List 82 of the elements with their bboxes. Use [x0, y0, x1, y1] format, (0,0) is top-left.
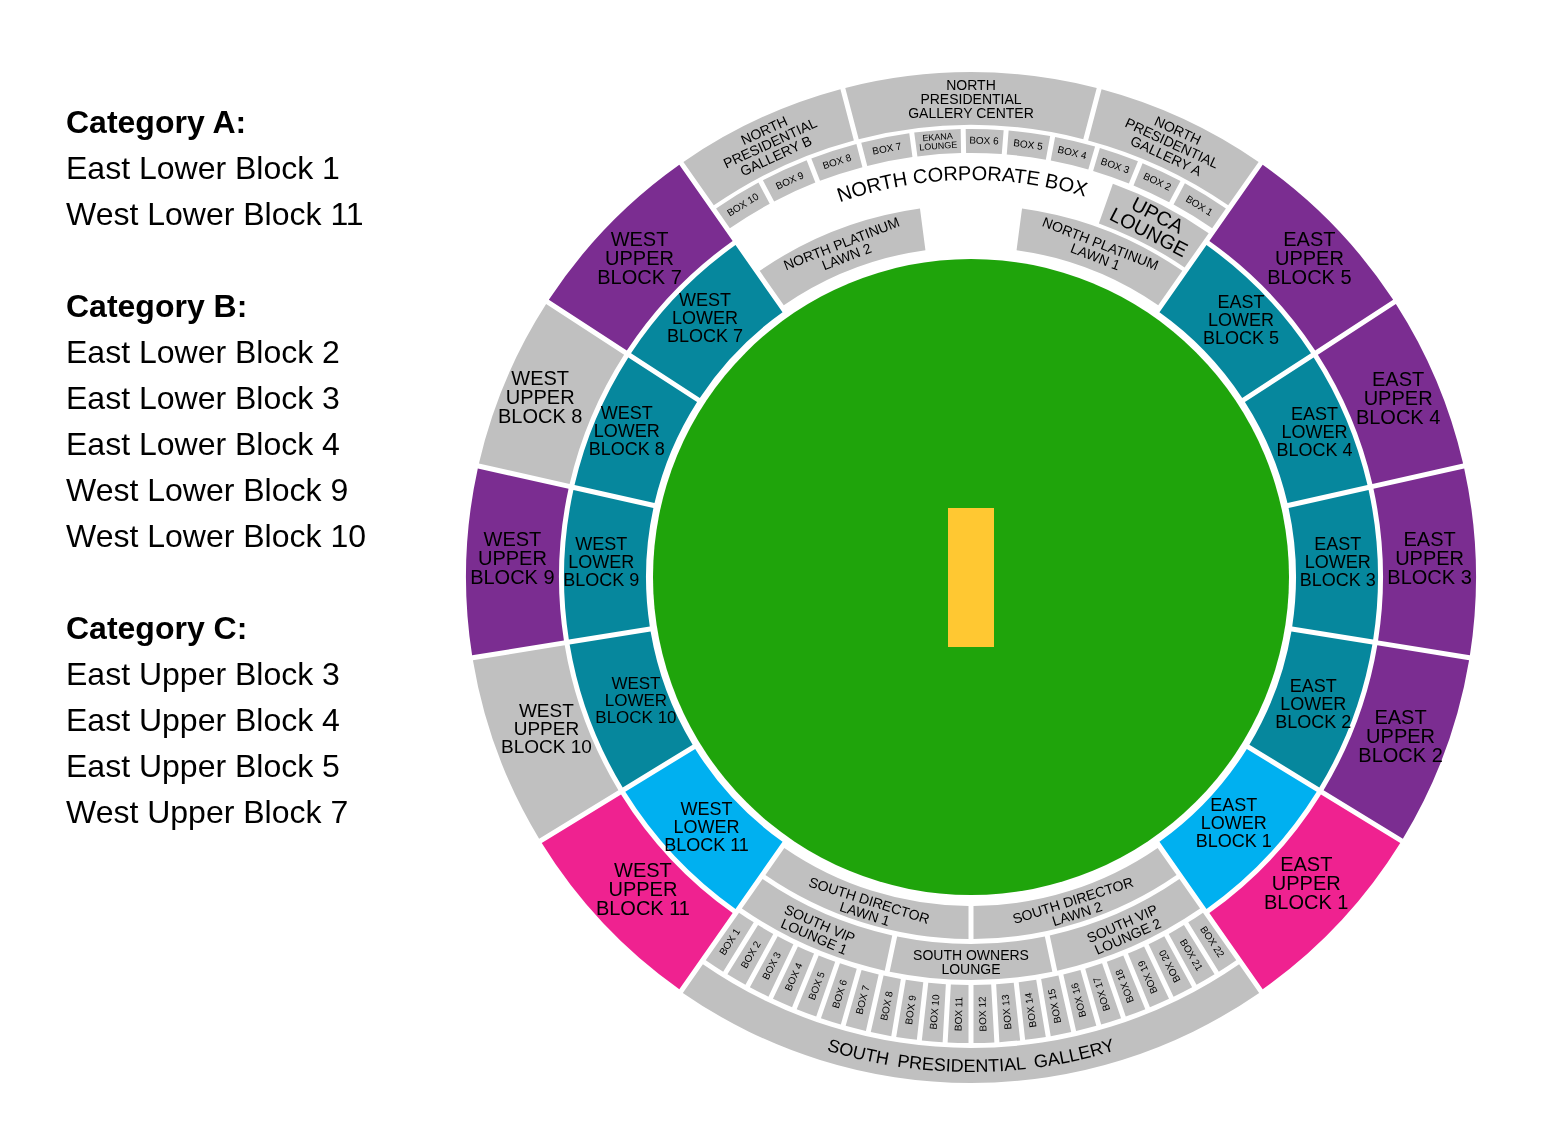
section-label: BOX 2 — [1141, 171, 1173, 194]
section-label: WEST LOWER BLOCK 7 — [666, 291, 744, 346]
seating-section — [996, 982, 1021, 1043]
section-label: EAST LOWER BLOCK 2 — [1274, 676, 1353, 731]
section-label: WEST UPPER BLOCK 8 — [496, 368, 584, 426]
section-label: BOX 5 — [1012, 137, 1044, 152]
section-label: BOX 10 — [928, 994, 942, 1031]
seating-section — [1018, 979, 1046, 1040]
seating-section — [1288, 489, 1378, 640]
section-label: BOX 9 — [774, 169, 805, 192]
section-label: BOX 3 — [761, 950, 784, 982]
section-label: BOX 6 — [969, 135, 1000, 147]
section-label: EAST UPPER BLOCK 5 — [1266, 229, 1353, 287]
section-label: BOX 10 — [725, 191, 761, 219]
block-name-text: West Lower Block 9 — [66, 471, 350, 510]
section-label: EAST UPPER BLOCK 3 — [1386, 529, 1473, 587]
section-label: BOX 15 — [1047, 987, 1064, 1024]
section-label: BOX 4 — [1056, 144, 1088, 162]
section-label: BOX 18 — [1114, 967, 1137, 1004]
seating-section — [1373, 468, 1476, 656]
section-label: EAST UPPER BLOCK 1 — [1263, 854, 1350, 912]
section-label: WEST LOWER BLOCK 10 — [594, 674, 678, 726]
block-name-text: East Lower Block 2 — [66, 333, 341, 372]
category-heading: Category B: — [66, 287, 249, 326]
block-name-text: East Upper Block 4 — [66, 701, 341, 740]
section-label: BOX 20 — [1157, 948, 1183, 985]
section-label: EAST LOWER BLOCK 3 — [1298, 535, 1377, 590]
section-label: WEST UPPER BLOCK 11 — [594, 860, 691, 918]
section-label: WEST LOWER BLOCK 8 — [587, 403, 666, 458]
seating-section — [574, 357, 698, 504]
seating-section — [870, 975, 901, 1037]
section-label: SOUTH OWNERS LOUNGE — [912, 948, 1030, 976]
seating-section — [1006, 130, 1051, 160]
section-label: BOX 6 — [830, 978, 849, 1010]
section-label: BOX 4 — [783, 961, 805, 993]
section-label: WEST UPPER BLOCK 10 — [499, 702, 593, 756]
block-name-text: East Lower Block 4 — [66, 425, 341, 464]
seating-section — [947, 984, 969, 1043]
block-name-text: East Upper Block 3 — [66, 655, 341, 694]
seating-section — [921, 982, 946, 1043]
section-label: BOX 13 — [1000, 994, 1014, 1031]
section-label: EKANA LOUNGE — [918, 131, 959, 153]
section-label: EAST LOWER BLOCK 4 — [1275, 404, 1354, 459]
section-label: WEST LOWER BLOCK 9 — [562, 535, 641, 590]
section-label: BOX 17 — [1092, 975, 1113, 1012]
section-label: BOX 12 — [977, 996, 989, 1032]
section-label: EAST UPPER BLOCK 2 — [1357, 707, 1444, 765]
section-label: WEST LOWER BLOCK 11 — [663, 800, 750, 855]
seating-section — [861, 133, 913, 166]
section-label: BOX 11 — [953, 996, 965, 1032]
section-label: BOX 16 — [1069, 982, 1089, 1019]
block-name-text: West Lower Block 10 — [66, 517, 366, 556]
category-heading: Category C: — [66, 609, 249, 648]
section-label: WEST UPPER BLOCK 9 — [469, 529, 556, 587]
block-name-text: West Lower Block 11 — [66, 195, 365, 234]
section-label: BOX 8 — [878, 990, 895, 1022]
section-label: BOX 7 — [854, 984, 872, 1016]
block-name-text: East Lower Block 1 — [66, 149, 341, 188]
seating-section — [973, 984, 995, 1043]
section-label: BOX 9 — [903, 994, 918, 1026]
category-heading: Category A: — [66, 103, 248, 142]
seating-section — [716, 182, 770, 229]
block-name-text: East Upper Block 5 — [66, 747, 341, 786]
section-label: WEST UPPER BLOCK 7 — [596, 229, 683, 287]
seating-section — [896, 979, 924, 1040]
seating-section — [965, 129, 1004, 155]
seating-section — [1050, 136, 1096, 170]
section-label: BOX 5 — [806, 970, 827, 1002]
section-label: BOX 14 — [1024, 991, 1039, 1028]
section-label: BOX 1 — [1184, 193, 1215, 218]
section-label: BOX 19 — [1136, 958, 1160, 995]
section-label: NORTH PRESIDENTIAL GALLERY CENTER — [907, 77, 1035, 120]
seating-section — [759, 208, 926, 306]
seating-section — [564, 489, 654, 640]
block-name-text: East Lower Block 3 — [66, 379, 341, 418]
section-label: SOUTH PRESIDENTIAL GALLERY — [825, 1035, 1117, 1076]
section-label: BOX 7 — [872, 141, 903, 157]
section-label: EAST LOWER BLOCK 5 — [1202, 292, 1281, 347]
section-label: EAST UPPER BLOCK 4 — [1354, 369, 1442, 427]
section-label: EAST LOWER BLOCK 1 — [1194, 795, 1273, 850]
block-name-text: West Upper Block 7 — [66, 793, 350, 832]
seating-section — [845, 970, 879, 1031]
